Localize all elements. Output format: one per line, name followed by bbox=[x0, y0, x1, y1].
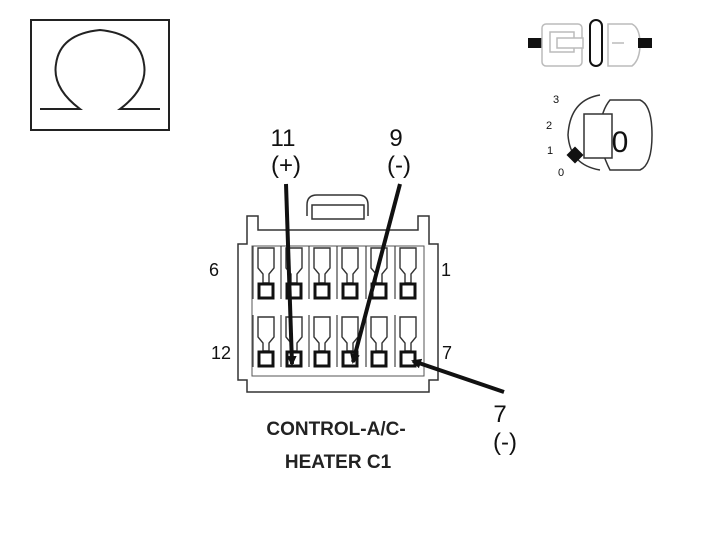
pin-label-1: 1 bbox=[441, 260, 451, 280]
pin-cavity-1 bbox=[394, 246, 417, 300]
connector-title-line2: HEATER C1 bbox=[285, 452, 392, 473]
connector-title-line1: CONTROL-A/C- bbox=[266, 419, 405, 440]
probe-9-pin: 9 bbox=[389, 125, 402, 152]
ignition-position-1: 1 bbox=[547, 145, 553, 157]
pin-cavity-10 bbox=[308, 315, 331, 368]
ignition-key-label: 0 bbox=[612, 126, 629, 159]
probe-pin-7: 7 (-) bbox=[411, 358, 517, 456]
ignition-key-icon: 0 3 2 1 0 bbox=[546, 94, 653, 179]
probe-9-polarity: (-) bbox=[387, 152, 411, 179]
probe-11-polarity: (+) bbox=[271, 152, 301, 179]
pin-cavity-6 bbox=[252, 246, 275, 300]
probe-7-polarity: (-) bbox=[493, 429, 517, 456]
pin-label-7: 7 bbox=[442, 343, 452, 363]
ignition-position-0: 0 bbox=[558, 167, 564, 179]
pin-cavity-4 bbox=[308, 246, 331, 300]
ohmmeter-icon: Ω bbox=[0, 0, 170, 131]
pin-cavity-12 bbox=[252, 315, 275, 368]
probe-11-pin: 11 bbox=[271, 125, 296, 152]
connector-c1 bbox=[237, 194, 439, 393]
pin-label-12: 12 bbox=[211, 343, 231, 363]
pin-label-6: 6 bbox=[209, 260, 219, 280]
probe-7-pin: 7 bbox=[493, 401, 506, 428]
disconnected-connector-icon bbox=[528, 19, 652, 67]
probe-pin-9: 9 (-) bbox=[350, 125, 411, 364]
probe-9-arrow bbox=[350, 183, 402, 364]
ignition-position-3: 3 bbox=[553, 94, 559, 106]
pin-cavity-8 bbox=[365, 315, 388, 368]
probe-7-arrow bbox=[411, 358, 505, 394]
ohmmeter-symbol-text: Ω bbox=[0, 0, 1, 1]
probe-pin-11: 11 (+) bbox=[271, 125, 301, 366]
probe-11-arrow bbox=[284, 183, 297, 366]
ignition-position-2: 2 bbox=[546, 120, 552, 132]
pin-cavity-3 bbox=[336, 246, 359, 300]
